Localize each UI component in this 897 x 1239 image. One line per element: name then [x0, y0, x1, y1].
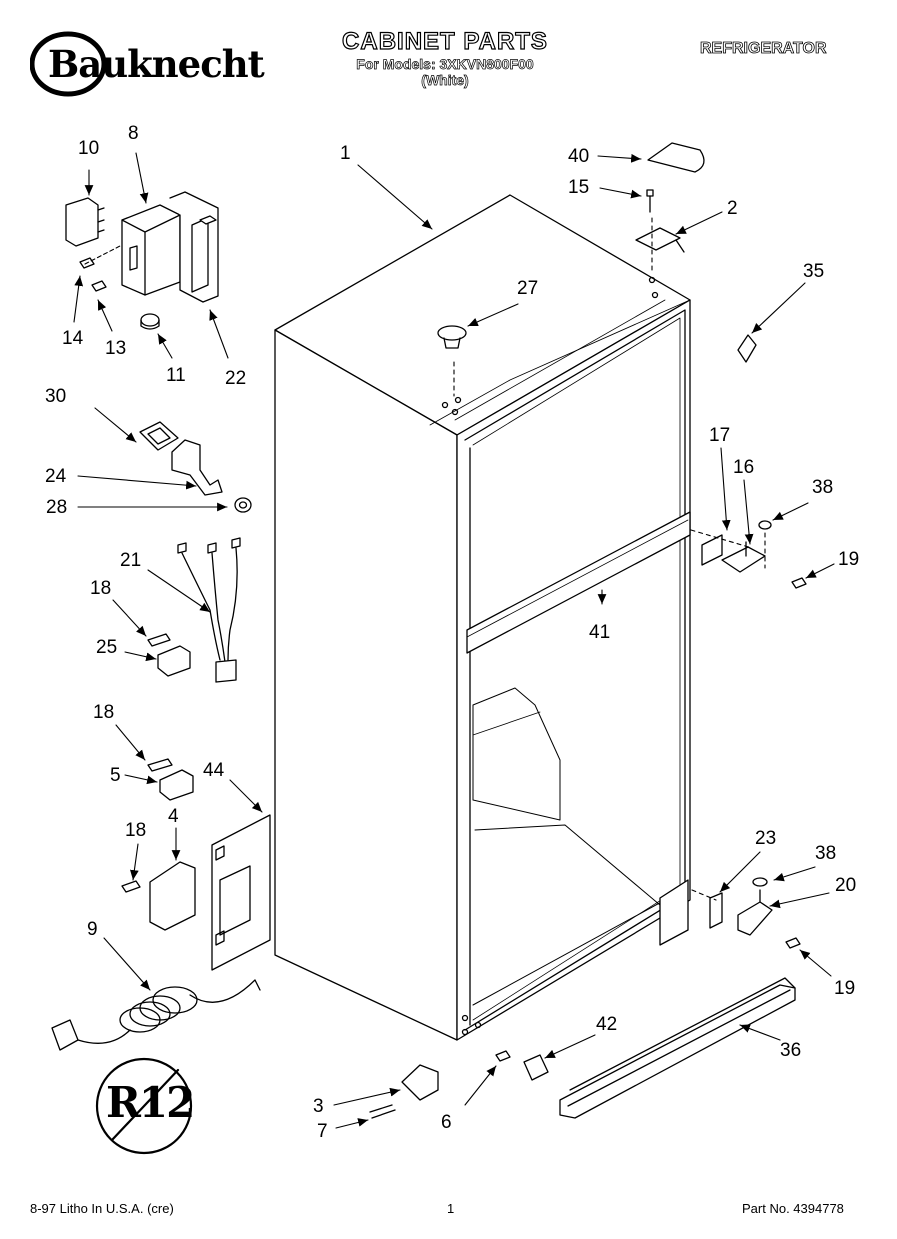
power-cord — [51, 979, 261, 1051]
callout-28: 28 — [46, 497, 68, 518]
callout-38-lower: 38 — [815, 843, 837, 864]
page-title-block: CABINET PARTS For Models: 3XKVN800F00 (W… — [300, 27, 590, 89]
no-r12-symbol — [95, 1057, 193, 1155]
callout-25: 25 — [96, 637, 118, 658]
callout-1: 1 — [340, 143, 351, 164]
back-panel-bracket — [211, 814, 271, 971]
callout-3: 3 — [313, 1096, 324, 1117]
part-number: Part No. 4394778 — [742, 1201, 844, 1216]
base-grille — [559, 977, 796, 1119]
callout-41: 41 — [589, 622, 611, 643]
callout-19-upper: 19 — [838, 549, 860, 570]
wiring-harness — [177, 537, 241, 683]
callout-11: 11 — [166, 365, 186, 386]
brand-logo — [30, 30, 292, 98]
callout-22: 22 — [225, 368, 247, 389]
callout-30: 30 — [45, 386, 67, 407]
brand-name: Bauknecht — [48, 42, 265, 86]
hinge-plug — [737, 334, 757, 363]
color-line: (White) — [421, 72, 469, 89]
appliance-category: REFRIGERATOR — [700, 40, 827, 58]
callout-18-middle: 18 — [93, 702, 115, 723]
callout-17: 17 — [709, 425, 731, 446]
callout-16: 16 — [733, 457, 755, 478]
callout-36: 36 — [780, 1040, 802, 1061]
callout-4: 4 — [168, 806, 179, 827]
callout-6: 6 — [441, 1112, 452, 1133]
bottom-hinge-parts — [369, 1050, 549, 1119]
callout-20: 20 — [835, 875, 857, 896]
hinge-screw — [646, 189, 654, 213]
callout-27: 27 — [517, 278, 539, 299]
callout-40: 40 — [568, 146, 590, 167]
callout-10: 10 — [78, 138, 100, 159]
callout-14: 14 — [62, 328, 84, 349]
callout-44: 44 — [203, 760, 225, 781]
callout-8: 8 — [128, 123, 139, 144]
callout-21: 21 — [120, 550, 142, 571]
print-info: 8-97 Litho In U.S.A. (cre) — [30, 1201, 174, 1216]
leader-lines — [73, 152, 835, 1129]
hinge-cover — [647, 142, 705, 173]
r12-label: R12 — [106, 1078, 195, 1127]
callout-38-upper: 38 — [812, 477, 834, 498]
cord-clip-upper — [147, 633, 191, 677]
callout-42: 42 — [596, 1014, 618, 1035]
callout-2: 2 — [727, 198, 738, 219]
callout-7: 7 — [317, 1121, 328, 1142]
callout-13: 13 — [105, 338, 127, 359]
callout-19-lower: 19 — [834, 978, 856, 999]
callout-18-upper: 18 — [90, 578, 112, 599]
access-cover — [149, 861, 196, 931]
relay-and-overload-group — [65, 191, 219, 330]
callout-35: 35 — [803, 261, 825, 282]
drain-parts-group — [139, 421, 252, 513]
refrigerator-cabinet — [274, 194, 691, 1041]
cord-clip-lower — [147, 758, 194, 801]
callout-5: 5 — [110, 765, 121, 786]
top-hinge — [635, 227, 681, 251]
top-plug — [437, 325, 467, 349]
callout-24: 24 — [45, 466, 67, 487]
callout-15: 15 — [568, 177, 590, 198]
callout-18-lower: 18 — [125, 820, 147, 841]
callout-9: 9 — [87, 919, 98, 940]
page-title: CABINET PARTS — [341, 27, 548, 55]
page-number: 1 — [447, 1201, 455, 1216]
model-line: For Models: 3XKVN800F00 — [356, 56, 534, 73]
callout-23: 23 — [755, 828, 777, 849]
bottom-hinge-group — [709, 877, 801, 949]
middle-hinge-group — [701, 520, 807, 589]
